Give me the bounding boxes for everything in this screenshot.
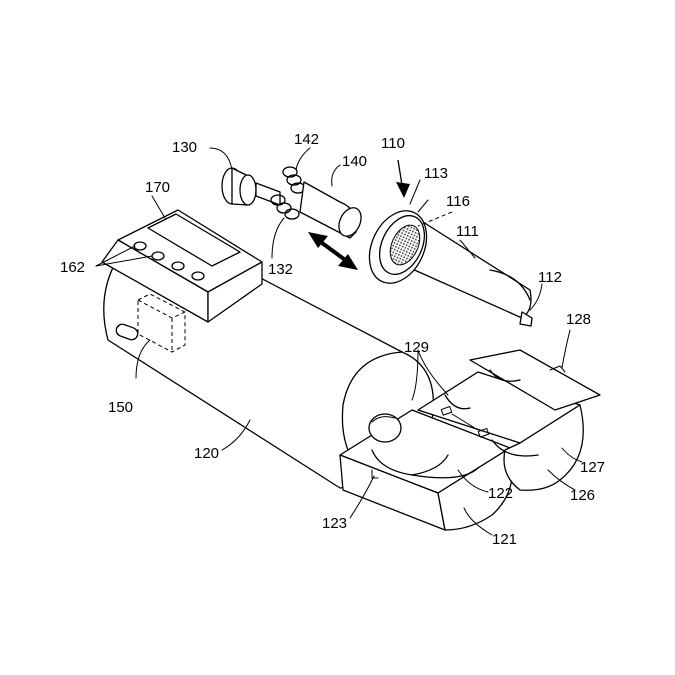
insertion-arrow: [308, 232, 358, 270]
display-screen: [147, 213, 241, 267]
hinge-1: [440, 405, 453, 416]
label-129: 129: [404, 339, 429, 356]
label-121: 121: [492, 531, 517, 548]
label-132: 132: [268, 261, 293, 278]
plunger-assembly-130: [221, 166, 362, 239]
label-126: 126: [570, 487, 595, 504]
label-110: 110: [381, 135, 405, 152]
label-116: 116: [446, 193, 470, 210]
label-140: 140: [342, 153, 367, 170]
cartridge-110: [368, 210, 533, 327]
label-150: 150: [108, 399, 133, 416]
arrow-110: [396, 159, 410, 198]
body-bore: [368, 413, 402, 443]
clamp-half-126: [417, 371, 584, 491]
button-4: [191, 271, 205, 281]
label-113: 113: [424, 165, 448, 182]
hinge-2: [477, 427, 490, 438]
label-120: 120: [194, 445, 219, 462]
label-142: 142: [294, 131, 319, 148]
label-112: 112: [538, 269, 562, 286]
label-130: 130: [172, 139, 197, 156]
control-housing-170: [101, 209, 263, 323]
label-122: 122: [488, 485, 513, 502]
side-slot: [115, 323, 139, 341]
label-170: 170: [145, 179, 170, 196]
leader-lines: [95, 147, 583, 536]
button-3: [171, 261, 185, 271]
clamp-half-127: [469, 349, 601, 411]
filter-116: [389, 224, 421, 266]
label-127: 127: [580, 459, 605, 476]
label-123: 123: [322, 515, 347, 532]
nozzle-tip: [519, 311, 533, 327]
sensor-module-150: [137, 293, 186, 353]
label-111: 111: [456, 223, 479, 240]
label-128: 128: [566, 311, 591, 328]
label-162: 162: [60, 259, 85, 276]
